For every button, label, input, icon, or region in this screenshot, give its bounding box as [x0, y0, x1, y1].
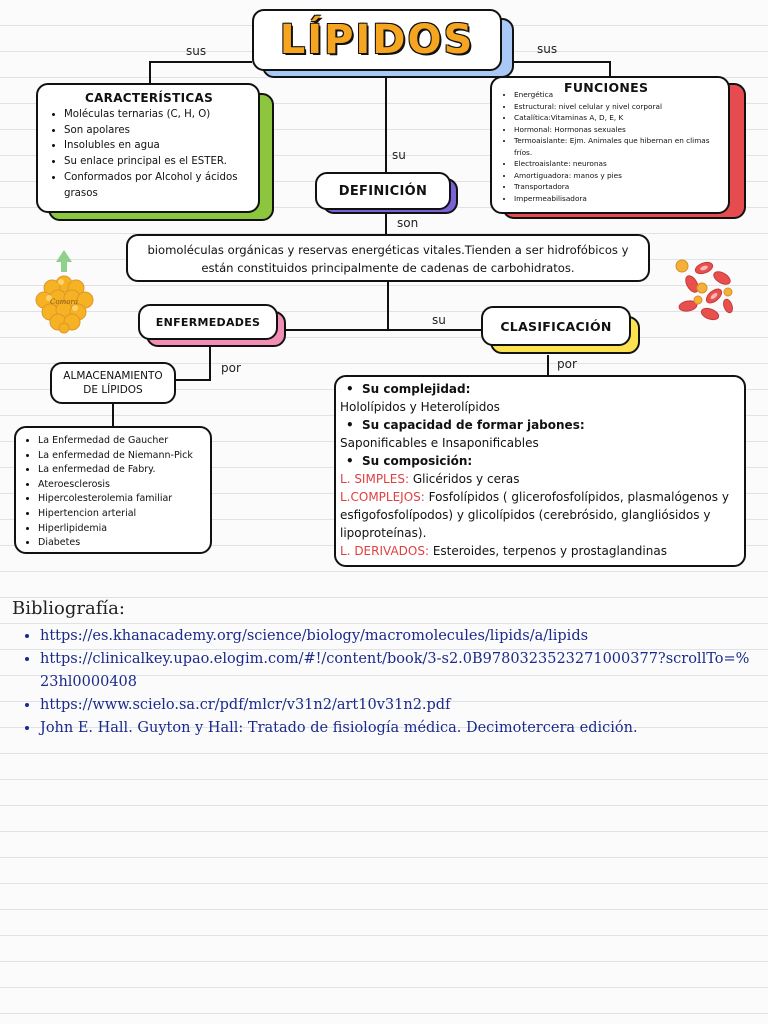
line-to-funciones: [505, 61, 611, 78]
funciones-heading: FUNCIONES: [564, 80, 649, 95]
list-item: La Enfermedad de Gaucher: [38, 434, 204, 449]
bib-link-khanacademy[interactable]: https://es.khanacademy.org/science/biolo…: [40, 625, 750, 648]
page-title: LÍPIDOS: [279, 17, 475, 63]
connector-label-por-left: por: [221, 361, 241, 375]
list-item: Amortiguadora: manos y pies: [514, 170, 722, 182]
connector-label-sus-right: sus: [537, 42, 558, 56]
connector-label-su-definicion: su: [392, 148, 406, 162]
fat-cell-label: Comora: [50, 298, 78, 306]
blood-cells-icon: [675, 259, 733, 321]
simples-label: L. SIMPLES:: [340, 472, 409, 486]
line-enf-almacen: [176, 340, 211, 381]
caracteristicas-list: Moléculas ternarias (C, H, O) Son apolar…: [50, 107, 248, 201]
jabones-text: Saponificables e Insaponificables: [340, 436, 539, 450]
list-item: Diabetes: [38, 536, 204, 551]
list-item: Conformados por Alcohol y ácidos grasos: [64, 170, 248, 201]
complejos-text: Fosfolípidos ( glicerofosfolípidos, plas…: [340, 490, 729, 540]
bib-reference-guyton: John E. Hall. Guyton y Hall: Tratado de …: [40, 717, 750, 740]
list-item: Hiperlipidemia: [38, 522, 204, 537]
line-to-caracteristicas: [149, 61, 252, 84]
almacenamiento-label: ALMACENAMIENTO DE LÍPIDOS: [63, 370, 163, 396]
list-item: Energética: [514, 89, 722, 101]
definicion-text-box: biomoléculas orgánicas y reservas energé…: [126, 234, 650, 282]
fat-cell-icon: Comora: [35, 250, 94, 334]
caracteristicas-box: CARACTERÍSTICAS Moléculas ternarias (C, …: [36, 83, 260, 213]
list-item: La enfermedad de Fabry.: [38, 463, 204, 478]
definicion-heading: DEFINICIÓN: [338, 183, 428, 199]
complejos-row: L.COMPLEJOS: Fosfolípidos ( glicerofosfo…: [340, 488, 738, 542]
derivados-text: Esteroides, terpenos y prostaglandinas: [429, 544, 667, 558]
definicion-text: biomoléculas orgánicas y reservas energé…: [147, 243, 629, 275]
list-item: Moléculas ternarias (C, H, O): [64, 107, 248, 123]
title-box: LÍPIDOS: [252, 9, 502, 71]
list-item: La enfermedad de Niemann-Pick: [38, 449, 204, 464]
list-item: Insolubles en agua: [64, 138, 248, 154]
enfermedades-list-box: La Enfermedad de Gaucher La enfermedad d…: [14, 426, 212, 554]
clasificacion-heading: CLASIFICACIÓN: [500, 318, 612, 334]
funciones-box: FUNCIONES Energética Estructural: nivel …: [490, 76, 730, 214]
connector-label-sus-left: sus: [186, 44, 207, 58]
jabones-label-row: • Su capacidad de formar jabones:: [346, 418, 585, 432]
jabones-label: Su capacidad de formar jabones:: [362, 418, 585, 432]
enfermedades-box: ENFERMEDADES: [138, 304, 278, 340]
clasificacion-detail-box: • Su complejidad: Hololípidos y Heterolí…: [334, 375, 746, 567]
complejidad-text: Hololípidos y Heterolípidos: [340, 400, 500, 414]
connector-label-por-right: por: [557, 357, 577, 371]
list-item: Estructural: nivel celular y nivel corpo…: [514, 101, 722, 113]
enfermedades-heading: ENFERMEDADES: [155, 315, 261, 329]
definicion-box: DEFINICIÓN: [315, 172, 451, 210]
complejos-label: L.COMPLEJOS:: [340, 490, 425, 504]
list-item: Catalítica:Vitaminas A, D, E, K: [514, 112, 722, 124]
list-item: Hipertencion arterial: [38, 507, 204, 522]
list-item: Hipercolesterolemia familiar: [38, 492, 204, 507]
list-item: Ateroesclerosis: [38, 478, 204, 493]
bib-link-scielo[interactable]: https://www.scielo.sa.cr/pdf/mlcr/v31n2/…: [40, 694, 750, 717]
list-item: Electroaislante: neuronas: [514, 158, 722, 170]
almacenamiento-box: ALMACENAMIENTO DE LÍPIDOS: [50, 362, 176, 404]
complejidad-label-row: • Su complejidad:: [346, 382, 471, 396]
list-item: Hormonal: Hormonas sexuales: [514, 124, 722, 136]
simples-text: Glicéridos y ceras: [409, 472, 520, 486]
list-item: Transportadora: [514, 181, 722, 193]
funciones-list: Energética Estructural: nivel celular y …: [500, 89, 722, 204]
connector-label-su-clasificacion: su: [432, 313, 446, 327]
derivados-row: L. DERIVADOS: Esteroides, terpenos y pro…: [340, 542, 738, 560]
derivados-label: L. DERIVADOS:: [340, 544, 430, 558]
connector-label-son: son: [397, 216, 419, 230]
list-item: Son apolares: [64, 123, 248, 139]
simples-row: L. SIMPLES: Glicéridos y ceras: [340, 470, 738, 488]
composicion-label: Su composición:: [362, 454, 473, 468]
bib-link-clinicalkey[interactable]: https://clinicalkey.upao.elogim.com/#!/c…: [40, 648, 750, 694]
bibliografia-list: https://es.khanacademy.org/science/biolo…: [20, 625, 750, 740]
clasificacion-box: CLASIFICACIÓN: [481, 306, 631, 346]
composicion-label-row: • Su composición:: [346, 454, 473, 468]
list-item: Termoaislante: Ejm. Animales que hiberna…: [514, 135, 722, 158]
enfermedades-list: La Enfermedad de Gaucher La enfermedad d…: [24, 434, 204, 551]
caracteristicas-heading: CARACTERÍSTICAS: [84, 91, 214, 105]
complejidad-label: Su complejidad:: [362, 382, 471, 396]
bibliografia-heading: Bibliografía:: [12, 598, 125, 619]
list-item: Impermeabilisadora: [514, 193, 722, 205]
list-item: Su enlace principal es el ESTER.: [64, 154, 248, 170]
